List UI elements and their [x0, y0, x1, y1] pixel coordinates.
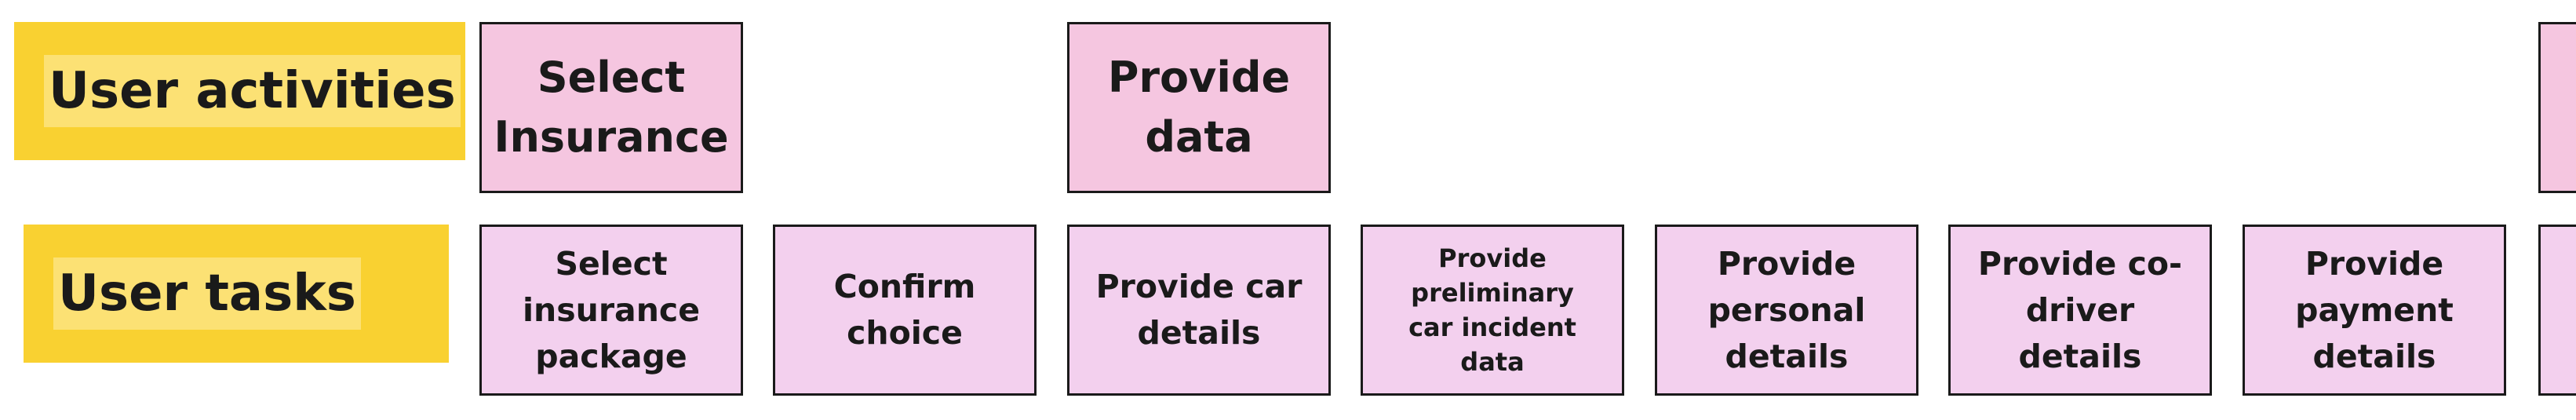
task-card-text: Provide personal details [1707, 244, 1866, 375]
task-card-provide-payment-details[interactable]: Provide payment details [2243, 225, 2506, 396]
user-tasks-label[interactable]: User tasks [24, 225, 449, 363]
task-card-partial[interactable] [2538, 225, 2576, 396]
task-card-provide-co-driver-details[interactable]: Provide co-driver details [1948, 225, 2212, 396]
task-card-provide-personal-details[interactable]: Provide personal details [1655, 225, 1918, 396]
task-card-confirm-choice[interactable]: Confirm choice [773, 225, 1037, 396]
task-card-text: Provide co-driver details [1977, 244, 2183, 375]
user-tasks-label-text: User tasks [53, 257, 361, 330]
task-card-text: Confirm choice [833, 268, 976, 352]
activity-card-partial[interactable] [2538, 22, 2576, 193]
user-activities-label-text: User activities [44, 55, 461, 127]
task-card-text: Provide preliminary car incident data [1408, 243, 1576, 377]
task-card-provide-preliminary-car-incident-data[interactable]: Provide preliminary car incident data [1361, 225, 1624, 396]
activity-card-text: Select Insurance [494, 53, 729, 162]
task-card-provide-car-details[interactable]: Provide car details [1067, 225, 1331, 396]
activity-card-text: Provide data [1107, 53, 1291, 162]
task-card-text: Provide car details [1095, 268, 1303, 352]
task-card-select-insurance-package[interactable]: Select insurance package [479, 225, 743, 396]
task-card-text: Select insurance package [522, 244, 701, 375]
user-activities-label[interactable]: User activities [14, 22, 465, 160]
activity-card-select-insurance[interactable]: Select Insurance [479, 22, 743, 193]
task-card-text: Provide payment details [2295, 244, 2454, 375]
activity-card-provide-data[interactable]: Provide data [1067, 22, 1331, 193]
